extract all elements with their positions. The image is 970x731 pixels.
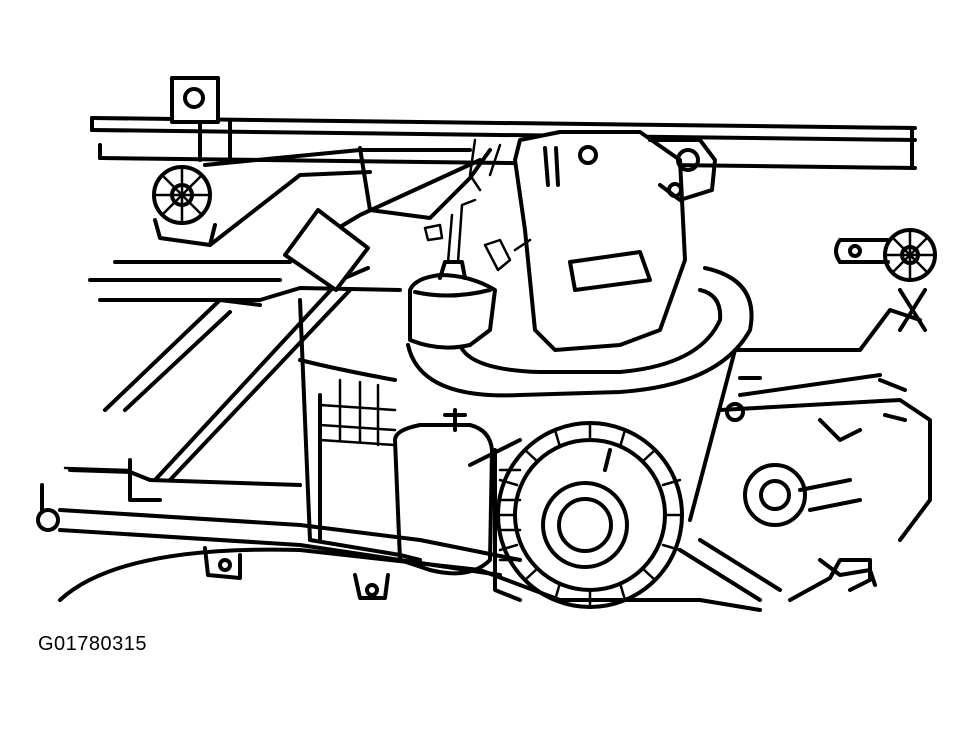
sensor-box [283,208,370,292]
right-mount [678,308,932,602]
left-pulley [152,165,217,247]
figure-caption: G01780315 [38,633,148,655]
bottom-frame [36,438,872,612]
lower-housing [298,298,494,576]
top-mounting-bracket [170,76,220,124]
central-housing [358,130,717,352]
blower-wheel [493,421,684,609]
curved-duct [406,266,754,398]
actuator-motor [408,138,532,350]
right-pulley [834,228,937,332]
upper-frame-rail [90,116,917,170]
